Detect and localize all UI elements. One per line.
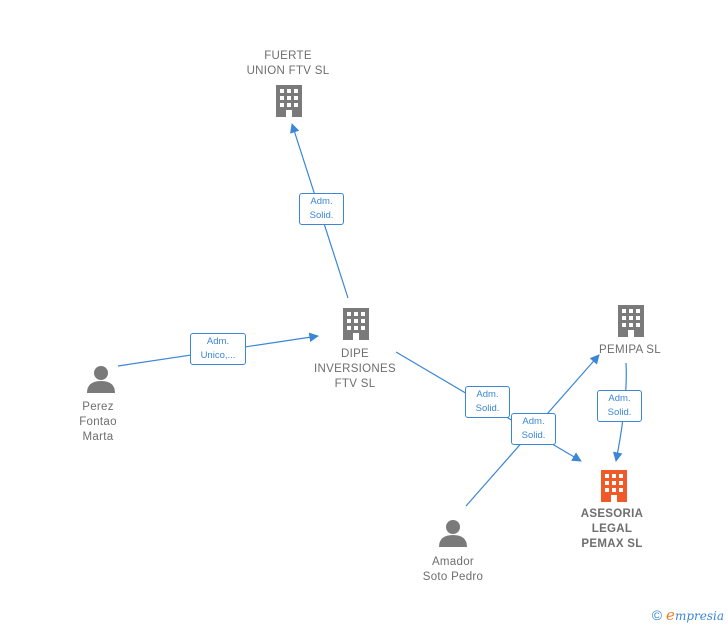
- building-icon-pemipa[interactable]: [618, 305, 644, 337]
- building-icon-asesoria[interactable]: [601, 470, 627, 502]
- building-icon-dipe[interactable]: [343, 308, 369, 340]
- building-icon-fuerte[interactable]: [276, 85, 302, 117]
- edge-label-amador-pemipa: Adm. Solid.: [511, 413, 556, 445]
- node-label-asesoria[interactable]: ASESORIA LEGAL PEMAX SL: [580, 508, 644, 550]
- edge-label-dipe-fuerte: Adm. Solid.: [299, 193, 344, 225]
- node-label-perez[interactable]: Perez Fontao Marta: [79, 401, 117, 443]
- person-icon-amador[interactable]: [439, 520, 467, 547]
- copyright-icon: ©: [651, 607, 663, 623]
- footer-brand: © empresia: [652, 606, 724, 624]
- node-label-amador[interactable]: Amador Soto Pedro: [422, 556, 484, 583]
- empresia-logo[interactable]: empresia: [666, 606, 724, 624]
- edge-label-perez-dipe: Adm. Unico,...: [190, 333, 246, 365]
- person-icon-perez[interactable]: [87, 366, 115, 393]
- node-label-fuerte[interactable]: FUERTE UNION FTV SL: [246, 50, 330, 77]
- node-label-dipe[interactable]: DIPE INVERSIONES FTV SL: [314, 348, 396, 390]
- edge-label-dipe-asesoria: Adm. Solid.: [465, 386, 510, 418]
- edge-label-pemipa-asesoria: Adm. Solid.: [597, 390, 642, 422]
- node-label-pemipa[interactable]: PEMIPA SL: [599, 344, 661, 356]
